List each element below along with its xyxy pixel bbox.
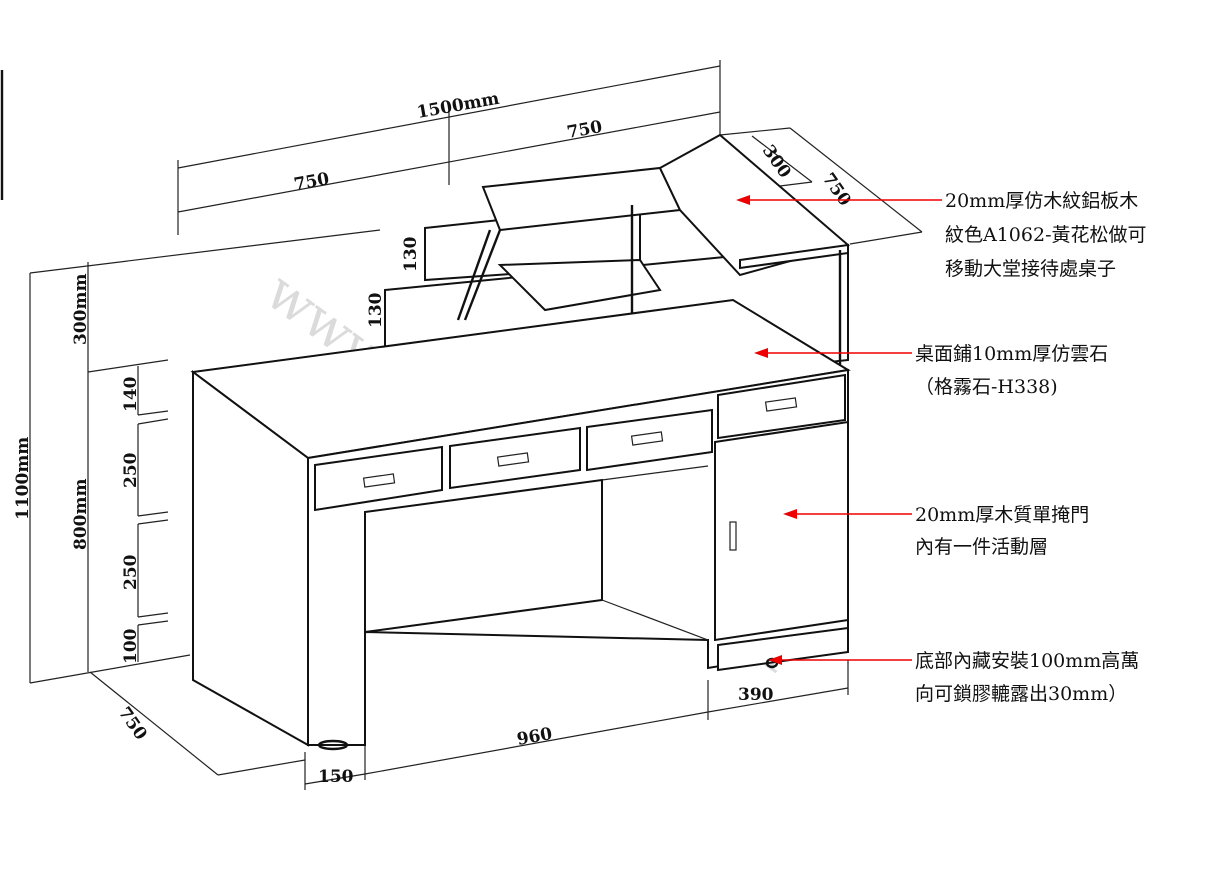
drawer-2[interactable]: [449, 426, 581, 490]
dim-door-lower: 250: [121, 554, 141, 590]
drawer-3[interactable]: [586, 408, 713, 472]
left-height-dimension: 1100mm 300mm 800mm 140 250 250 100: [13, 229, 381, 684]
desk: [190, 298, 851, 751]
drawer-handle[interactable]: [764, 397, 798, 412]
dim-leg-width: 150: [318, 767, 354, 787]
drawer-handle[interactable]: [630, 431, 664, 446]
dim-desk-depth-bottom: 750: [114, 703, 151, 744]
base-kick: [717, 626, 849, 672]
annotation-line: 桌面鋪10mm厚仿雲石: [915, 343, 1108, 365]
annotation-line: 紋色A1062-黃花松做可: [945, 224, 1147, 246]
dim-base-height: 100: [121, 628, 141, 664]
annotation-line: （格霧石-H338): [915, 376, 1058, 398]
door-handle[interactable]: [729, 521, 737, 551]
dim-hutch-height: 300mm: [71, 274, 91, 345]
annotation-desktop-material: 桌面鋪10mm厚仿雲石 （格霧石-H338): [915, 343, 1108, 398]
annotation-line: 內有一件活動層: [915, 536, 1048, 558]
dim-door-upper: 250: [121, 452, 141, 488]
dim-cabinet-width: 390: [738, 685, 774, 705]
dim-desk-height: 800mm: [71, 479, 91, 550]
annotation-casters: 底部內藏安裝100mm高萬 向可鎖膠轆露出30mm）: [915, 650, 1139, 705]
drawer-4[interactable]: [717, 373, 846, 440]
annotation-line: 20mm厚仿木紋鋁板木: [945, 190, 1138, 212]
drawer-handle[interactable]: [496, 452, 530, 467]
dim-total-width: 1500mm: [415, 89, 501, 123]
annotation-arrows: [736, 195, 942, 665]
dim-hutch-shelf-lower: 130: [366, 292, 386, 328]
drawer-1[interactable]: [314, 445, 443, 512]
dim-top-right-width: 750: [565, 117, 604, 143]
annotation-line: 底部內藏安裝100mm高萬: [915, 650, 1139, 672]
dim-knee-width: 960: [515, 724, 554, 750]
dim-drawer-height: 140: [121, 376, 141, 412]
annotation-line: 20mm厚木質單掩門: [915, 504, 1089, 526]
dim-total-height: 1100mm: [13, 437, 33, 520]
caster-wheel: [317, 739, 349, 751]
annotation-door: 20mm厚木質單掩門 內有一件活動層: [915, 504, 1089, 558]
drawer-handle[interactable]: [362, 473, 396, 488]
annotation-line: 移動大堂接待處桌子: [945, 258, 1116, 280]
cabinet-door[interactable]: [714, 420, 849, 642]
dim-top-left-width: 750: [292, 169, 331, 195]
annotation-panel-material: 20mm厚仿木紋鋁板木 紋色A1062-黃花松做可 移動大堂接待處桌子: [945, 190, 1147, 280]
dim-desk-depth-top: 750: [818, 169, 855, 210]
annotation-line: 向可鎖膠轆露出30mm）: [915, 683, 1127, 705]
dim-hutch-shelf-upper: 130: [401, 236, 421, 272]
